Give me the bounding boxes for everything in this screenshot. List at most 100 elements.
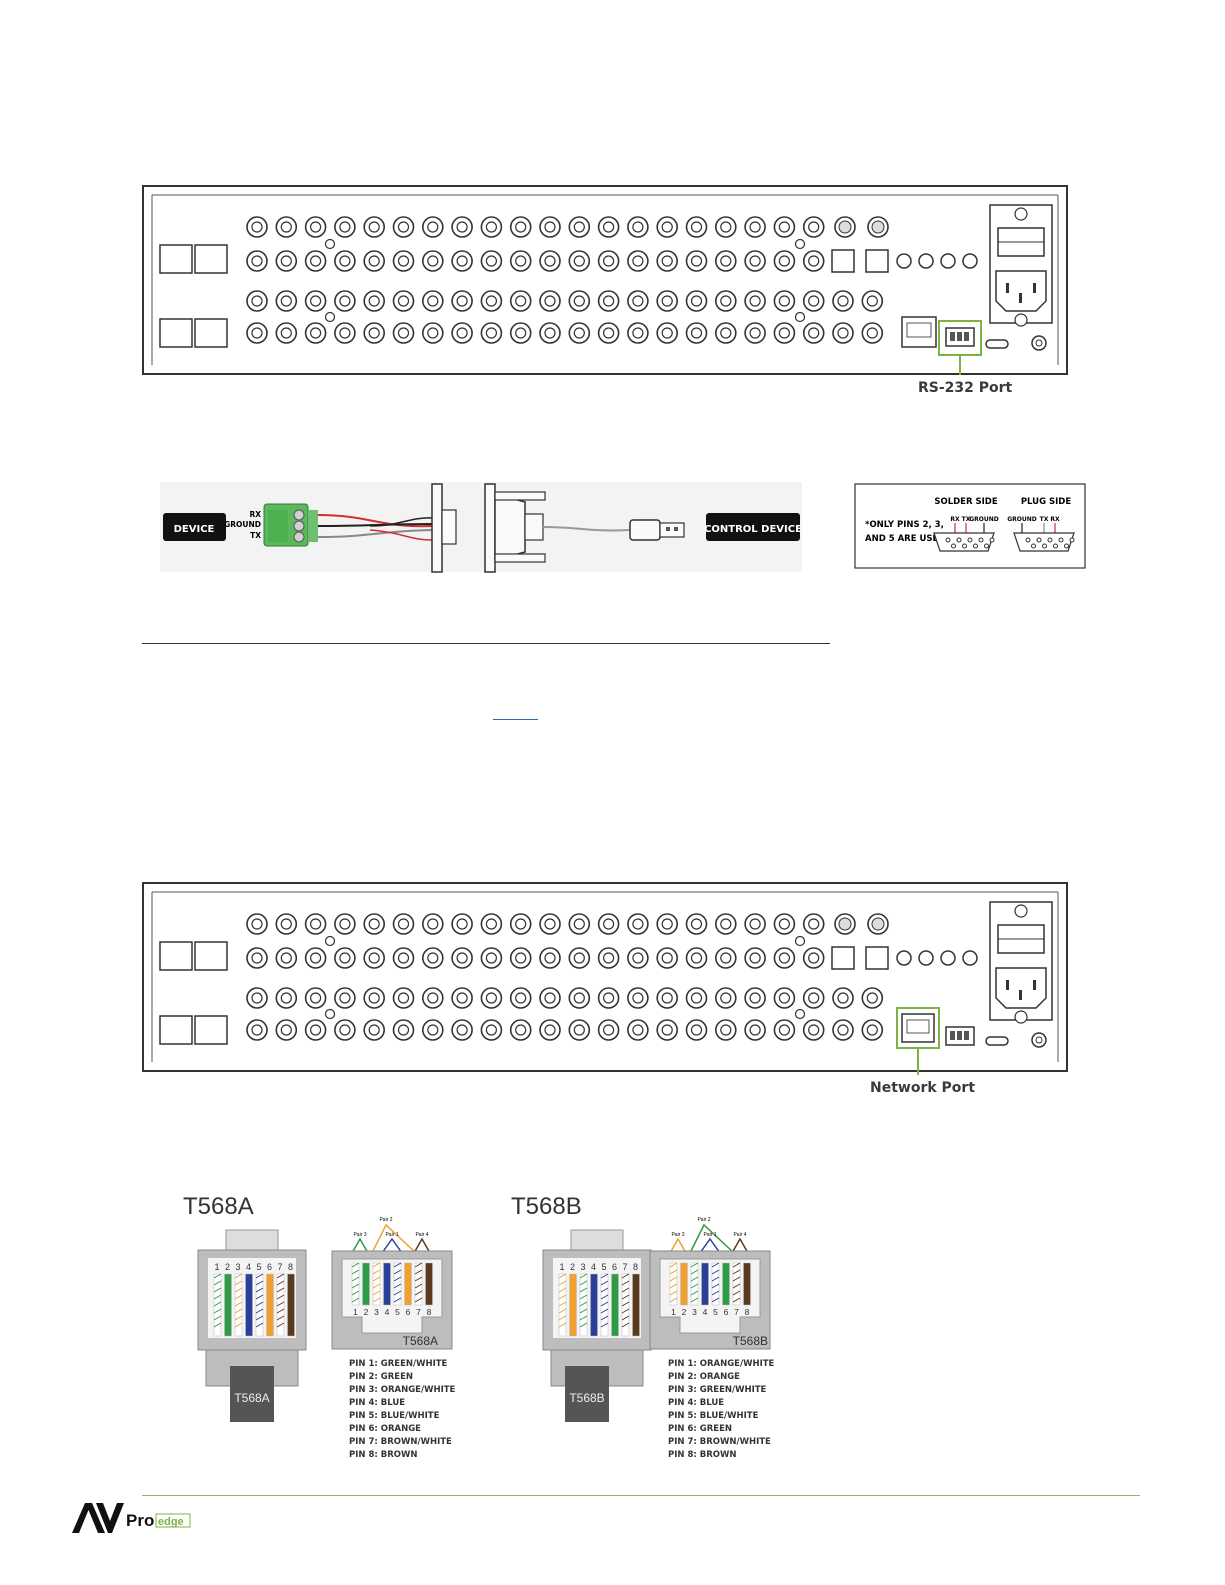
t568a-pin-list: PIN 1: GREEN/WHITE PIN 2: GREEN PIN 3: O… — [349, 1358, 455, 1462]
rca-jack — [451, 250, 473, 272]
rca-jack — [773, 913, 796, 935]
rca-jack — [246, 913, 268, 935]
svg-text:Pair 2: Pair 2 — [379, 1217, 392, 1223]
pin-labels: RX GROUND TX — [224, 510, 261, 540]
rca-jack — [714, 250, 737, 272]
pin-label-ground: GROUND — [224, 520, 261, 529]
rca-jack — [480, 216, 503, 238]
control-device-box: CONTROL DEVICE — [704, 513, 802, 541]
rca-jack — [802, 216, 825, 238]
svg-text:3: 3 — [235, 1262, 240, 1272]
rca-jack — [275, 322, 298, 344]
rca-jack — [539, 250, 561, 272]
usb-cable — [542, 519, 685, 541]
rca-jack — [509, 322, 532, 344]
rca-jack — [627, 216, 649, 238]
power-inlet — [989, 901, 1053, 1024]
rca-jack — [304, 987, 327, 1009]
rca-jack — [451, 913, 473, 935]
rear-panel-network — [142, 882, 1068, 1075]
rca-jack — [480, 290, 503, 312]
rca-jack — [334, 322, 356, 344]
pin-row: PIN 5: BLUE/WHITE — [668, 1411, 759, 1421]
section-divider — [142, 643, 830, 644]
t568b-plug-label: T568B — [569, 1391, 604, 1405]
hyperlink-underline[interactable] — [493, 719, 538, 720]
hdbaset-ports — [159, 244, 228, 348]
rca-jack — [451, 216, 473, 238]
rca-jack — [656, 250, 679, 272]
rca-jack — [304, 322, 327, 344]
rca-jack — [861, 987, 884, 1009]
rca-jack — [714, 290, 737, 312]
rca-jack — [597, 1019, 620, 1041]
svg-text:1: 1 — [559, 1262, 564, 1272]
rca-jack — [246, 290, 268, 312]
svg-text:Pair 1: Pair 1 — [703, 1232, 716, 1238]
rca-jack — [275, 250, 298, 272]
logo-edge: edge — [158, 1516, 184, 1528]
small-jacks — [896, 950, 978, 966]
svg-text:7: 7 — [622, 1262, 627, 1272]
rca-jack — [656, 913, 679, 935]
panel-body — [142, 882, 1068, 1072]
db9-pinout-box: *ONLY PINS 2, 3, AND 5 ARE USED SOLDER S… — [854, 483, 1086, 569]
svg-text:5: 5 — [395, 1307, 400, 1317]
solder-side-connector — [933, 532, 995, 552]
pair-arcs: Pair 3 Pair 2 Pair 1 Pair 4 — [351, 1217, 431, 1254]
rca-jack — [627, 987, 649, 1009]
pair-arcs: Pair 3 Pair 2 Pair 1 Pair 4 — [669, 1217, 749, 1254]
rca-jack — [685, 250, 708, 272]
rca-jack — [334, 250, 356, 272]
hdbaset-ports — [159, 941, 228, 1045]
rca-jack — [275, 216, 298, 238]
rca-jack — [304, 913, 327, 935]
svg-text:TX: TX — [1040, 516, 1049, 523]
svg-text:Pair 3: Pair 3 — [671, 1232, 684, 1238]
rca-jack — [597, 250, 620, 272]
rca-jack — [744, 216, 766, 238]
rca-jack — [509, 987, 532, 1009]
wires — [317, 514, 433, 541]
rca-jack — [246, 947, 268, 969]
rca-jack — [539, 322, 561, 344]
rca-jack — [656, 216, 679, 238]
pin-label-tx: TX — [250, 531, 261, 540]
optical-ports — [831, 249, 889, 273]
rca-jack — [246, 250, 268, 272]
rca-jack — [451, 947, 473, 969]
rca-jack — [334, 290, 356, 312]
pins-used-note-line1: *ONLY PINS 2, 3, — [865, 520, 944, 530]
rca-jack — [834, 913, 856, 935]
rca-jack — [627, 250, 649, 272]
rca-jack — [744, 913, 766, 935]
t568b-pin-list: PIN 1: ORANGE/WHITE PIN 2: ORANGE PIN 3:… — [668, 1358, 774, 1462]
rs232-port — [945, 1026, 975, 1046]
svg-text:3: 3 — [692, 1307, 697, 1317]
rca-jack — [246, 1019, 268, 1041]
rca-jack — [392, 913, 415, 935]
rca-jack — [304, 1019, 327, 1041]
rca-jack — [744, 290, 766, 312]
optical-ports — [831, 946, 889, 970]
db9-connector — [431, 483, 546, 573]
rca-jack — [539, 987, 561, 1009]
rca-jack — [275, 947, 298, 969]
rca-jack — [834, 216, 856, 238]
svg-text:2: 2 — [364, 1307, 369, 1317]
screw — [794, 311, 806, 323]
rca-jack — [421, 913, 444, 935]
rca-jack — [685, 947, 708, 969]
svg-text:8: 8 — [745, 1307, 750, 1317]
usb-c-port — [985, 1036, 1009, 1046]
ground-screw — [1031, 335, 1047, 351]
svg-text:6: 6 — [267, 1262, 272, 1272]
svg-text:1: 1 — [671, 1307, 676, 1317]
svg-text:2: 2 — [682, 1307, 687, 1317]
rca-jack — [744, 947, 766, 969]
rca-jack — [802, 322, 825, 344]
rca-jack — [304, 290, 327, 312]
svg-text:4: 4 — [591, 1262, 596, 1272]
rca-jack — [451, 290, 473, 312]
